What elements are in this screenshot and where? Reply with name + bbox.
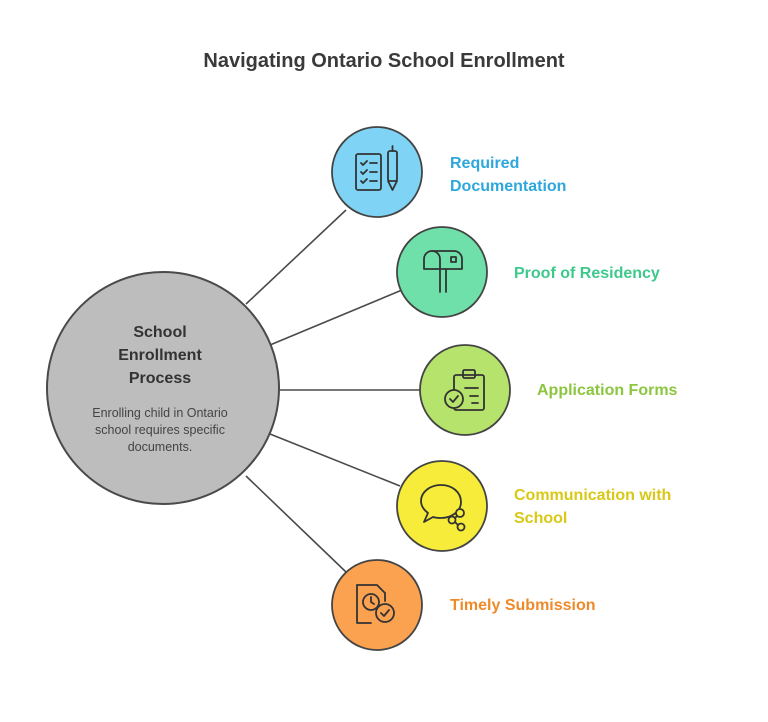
node-communication-with-school [396, 460, 488, 552]
hub-description: Enrolling child in Ontario school requir… [92, 406, 228, 454]
page-title: Navigating Ontario School Enrollment [203, 50, 565, 72]
node-circle [331, 559, 423, 651]
label-required-documentation: Required Documentation [450, 155, 567, 195]
checklist-pen-icon [355, 145, 398, 191]
label-timely-submission: Timely Submission [450, 597, 596, 614]
connector-line [245, 475, 347, 573]
node-circle [419, 344, 511, 436]
connector-line [269, 433, 401, 487]
label-proof-of-residency: Proof of Residency [514, 265, 660, 282]
clipboard-check-icon [444, 369, 485, 411]
label-communication-with-school: Communication with School [514, 487, 672, 527]
chat-share-icon [420, 484, 466, 532]
node-circle [396, 226, 488, 318]
mailbox-icon [423, 250, 463, 293]
connector-line [245, 209, 347, 305]
connector-line [269, 289, 403, 346]
connector-lines [245, 209, 420, 573]
node-application-forms [419, 344, 511, 436]
node-required-documentation [331, 126, 423, 218]
clock-document-icon [356, 584, 395, 624]
label-application-forms: Application Forms [537, 382, 678, 399]
hub-title: School Enrollment Process [118, 324, 202, 387]
node-proof-of-residency [396, 226, 488, 318]
node-circle [396, 460, 488, 552]
node-timely-submission [331, 559, 423, 651]
hub-circle [46, 271, 280, 505]
